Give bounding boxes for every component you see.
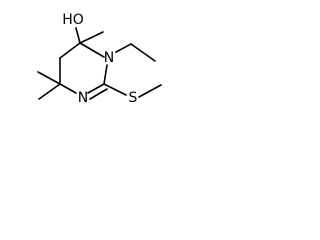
bond-c4-n3 [59,83,77,94]
bond-c6-hydroxyl [75,27,81,44]
bond-n3-c2-outer [87,83,105,94]
structure-diagram: HO N N S [0,0,186,142]
bond-n1-ethyl-1 [115,43,132,53]
bond-c6-n1 [79,42,105,58]
bond-c4-methyl-left [37,71,61,85]
bond-n1-ethyl-2 [130,43,156,62]
bond-c2-s [103,83,127,96]
nitrogen-label-1: N [104,50,114,66]
nitrogen-label-2: N [78,90,88,106]
hydroxyl-label: HO [62,12,84,28]
bond-s-methyl [138,84,162,98]
sulfur-label: S [129,90,138,106]
bond-c6-c5 [59,42,81,59]
bond-c4-methyl-bottom [38,83,61,100]
bond-c2-n1 [103,64,108,85]
bond-n3-c2-inner [89,88,108,100]
molecule-structure: HO N N S [37,12,162,106]
bond-c6-methyl-top [79,31,104,44]
